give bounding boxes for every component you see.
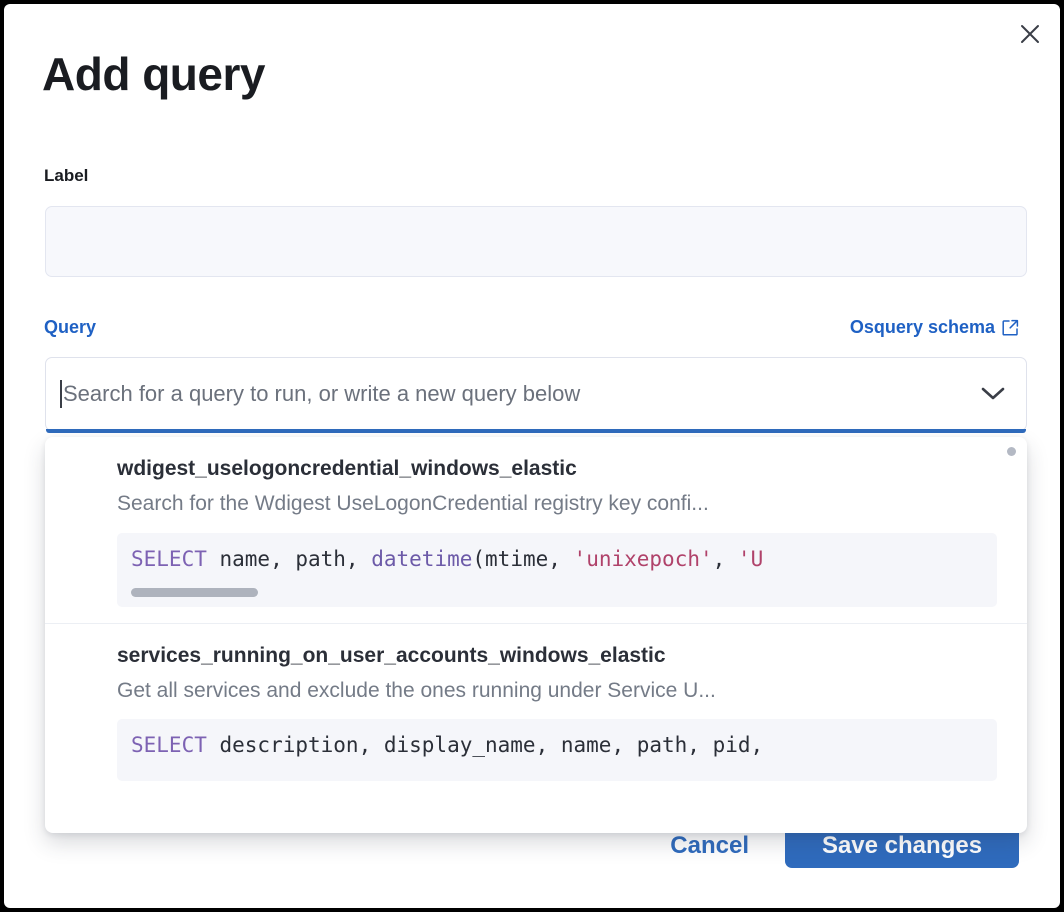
- label-input[interactable]: [45, 206, 1027, 277]
- dropdown-option-list: wdigest_uselogoncredential_windows_elast…: [45, 437, 1027, 782]
- page-title: Add query: [42, 48, 265, 100]
- query-search-input[interactable]: [63, 381, 970, 407]
- query-dropdown-panel: wdigest_uselogoncredential_windows_elast…: [45, 437, 1027, 833]
- dropdown-option-code: SELECT name, path, datetime(mtime, 'unix…: [117, 532, 997, 607]
- dropdown-scrollbar-thumb[interactable]: [1007, 447, 1016, 456]
- external-link-icon: [1002, 319, 1019, 336]
- dropdown-option-title: wdigest_uselogoncredential_windows_elast…: [117, 457, 577, 480]
- query-field-label: Query: [44, 317, 97, 337]
- dropdown-option[interactable]: services_running_on_user_accounts_window…: [45, 624, 1027, 782]
- chevron-down-icon[interactable]: [980, 386, 1006, 402]
- osquery-schema-link-label: Osquery schema: [849, 317, 995, 337]
- dropdown-option-description: Search for the Wdigest UseLogonCredentia…: [117, 492, 709, 516]
- add-query-modal: Add query Label Query Osquery schema: [4, 4, 1060, 908]
- dropdown-scroll-area[interactable]: wdigest_uselogoncredential_windows_elast…: [45, 437, 1027, 833]
- sql-snippet: SELECT description, display_name, name, …: [131, 733, 764, 758]
- sql-snippet: SELECT name, path, datetime(mtime, 'unix…: [131, 546, 764, 571]
- label-field-label: Label: [44, 166, 89, 185]
- osquery-schema-link[interactable]: Osquery schema: [850, 317, 1019, 338]
- cancel-button[interactable]: Cancel: [648, 822, 771, 870]
- dropdown-option-title: services_running_on_user_accounts_window…: [117, 643, 666, 667]
- combobox-focus-underline: [46, 429, 1026, 433]
- dropdown-option-code: SELECT description, display_name, name, …: [117, 719, 997, 782]
- dropdown-option[interactable]: wdigest_uselogoncredential_windows_elast…: [45, 437, 1027, 624]
- close-button[interactable]: [1014, 18, 1046, 50]
- close-icon: [1019, 23, 1041, 45]
- code-horizontal-scrollbar[interactable]: [131, 587, 258, 597]
- dropdown-option-description: Get all services and exclude the ones ru…: [117, 678, 716, 702]
- text-caret: [60, 380, 62, 408]
- query-combobox[interactable]: [45, 357, 1027, 431]
